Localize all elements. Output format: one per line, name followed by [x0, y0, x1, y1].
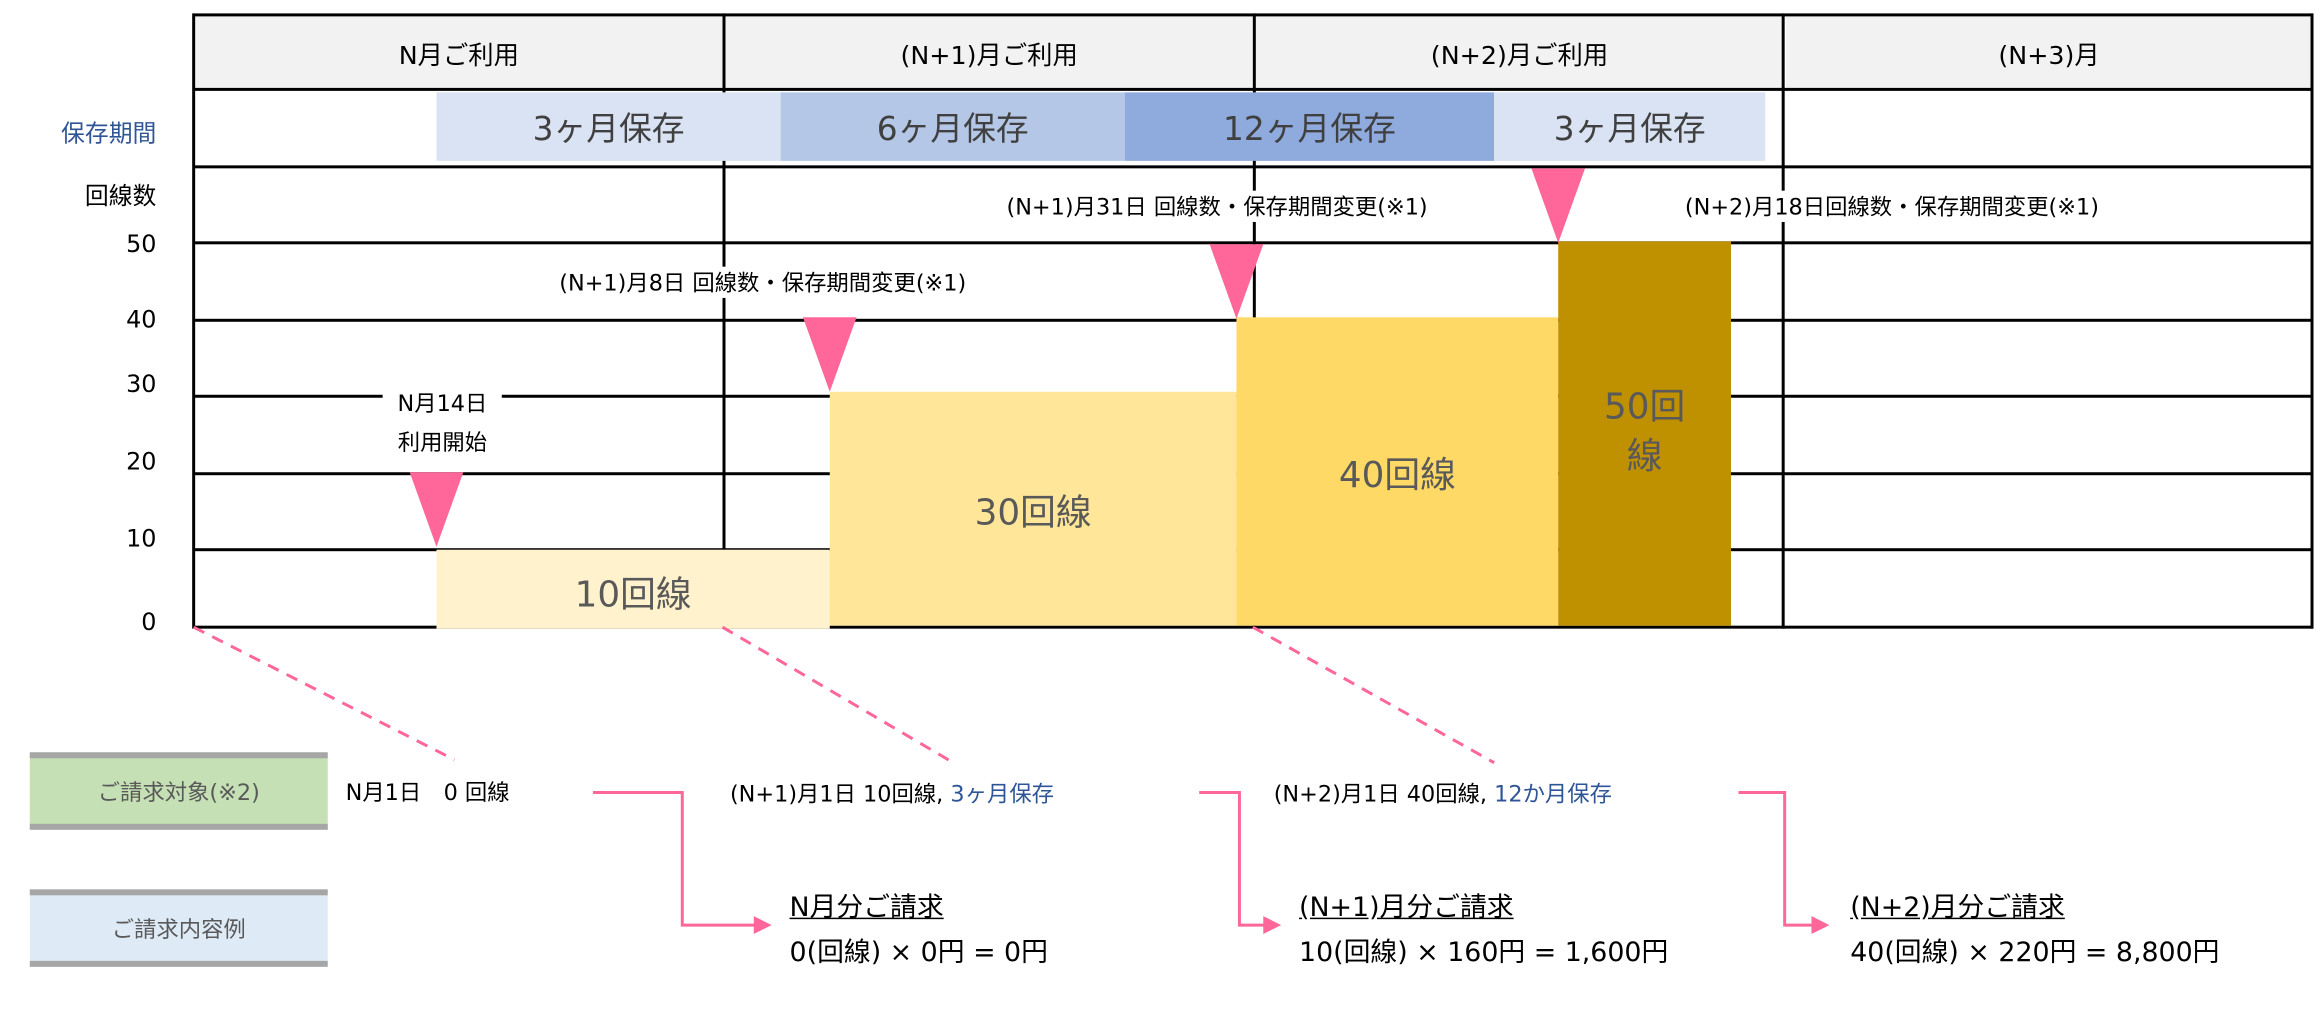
event-label-n1-31: (N+1)月31日 回線数・保存期間変更(※1)	[1000, 190, 1434, 222]
invoice-title-n: N月分ご請求	[789, 892, 944, 924]
invoice-formula-n1: 10(回線) × 160円 = 1,600円	[1299, 937, 1669, 969]
y-tick-20: 20	[126, 446, 157, 476]
invoice-title-n1: (N+1)月分ご請求	[1299, 892, 1514, 924]
start-event-label: N月14日利用開始	[382, 384, 503, 462]
arrow-connector	[1738, 791, 1815, 927]
snapshot-n2: (N+2)月1日 40回線, 12か月保存	[1274, 778, 1612, 809]
invoice-formula-n2: 40(回線) × 220円 = 8,800円	[1850, 937, 2220, 969]
snapshot-lines: (N+1)月1日 10回線,	[729, 780, 951, 808]
arrow-head-icon	[1263, 916, 1282, 935]
column-header-n1: (N+1)月ご利用	[725, 14, 1253, 90]
grid-line	[2310, 13, 2314, 629]
dashed-connector	[1252, 625, 1495, 765]
snapshot-lines: (N+2)月1日 40回線,	[1273, 780, 1495, 808]
storage-row-label: 保存期間	[61, 119, 157, 148]
y-tick-10: 10	[126, 524, 157, 553]
lines-bar-10: 10回線	[436, 549, 830, 629]
billing-target-label: ご請求対象(※2)	[29, 752, 328, 830]
arrow-head-icon	[753, 916, 772, 935]
start-date: N月14日	[397, 390, 488, 418]
snapshot-storage: 3ヶ月保存	[950, 780, 1055, 808]
event-label-n2-18: (N+2)月18日回線数・保存期間変更(※1)	[1678, 190, 2105, 222]
grid-line	[722, 13, 726, 629]
storage-period-3m-2: 3ヶ月保存	[1494, 92, 1766, 161]
lines-bar-30: 30回線	[829, 391, 1237, 626]
event-marker-icon	[1531, 168, 1586, 243]
column-header-n: N月ご利用	[195, 14, 723, 90]
y-tick-40: 40	[126, 305, 157, 334]
grid-line	[192, 13, 196, 629]
y-tick-0: 0	[141, 607, 157, 637]
dashed-connector	[192, 625, 456, 762]
grid-line	[1781, 13, 1785, 629]
storage-period-6m: 6ヶ月保存	[780, 92, 1125, 161]
storage-period-3m: 3ヶ月保存	[436, 92, 781, 161]
snapshot-n: N月1日 0 回線	[345, 779, 510, 806]
storage-period-12m: 12ヶ月保存	[1124, 92, 1495, 161]
y-tick-30: 30	[126, 369, 157, 398]
start-text: 利用開始	[397, 429, 488, 456]
dashed-connector	[721, 625, 955, 765]
event-marker-icon	[409, 472, 464, 547]
lines-bar-40: 40回線	[1236, 317, 1559, 626]
column-header-n3: (N+3)月	[1786, 14, 2313, 90]
arrow-connector	[592, 791, 757, 927]
invoice-formula-n: 0(回線) × 0円 = 0円	[789, 937, 1048, 969]
invoice-title-n2: (N+2)月分ご請求	[1850, 892, 2065, 924]
lines-row-label: 回線数	[84, 181, 157, 211]
snapshot-n1: (N+1)月1日 10回線, 3ヶ月保存	[730, 778, 1054, 809]
lines-bar-50: 50回線	[1558, 241, 1732, 626]
event-marker-icon	[802, 317, 857, 392]
y-tick-50: 50	[126, 229, 157, 258]
event-label-n1-8: (N+1)月8日 回線数・保存期間変更(※1)	[553, 266, 973, 298]
column-header-n2: (N+2)月ご利用	[1255, 14, 1784, 90]
arrow-connector	[1199, 791, 1267, 927]
snapshot-storage: 12か月保存	[1494, 780, 1612, 808]
arrow-head-icon	[1811, 916, 1830, 935]
billing-example-label: ご請求内容例	[29, 889, 328, 967]
event-marker-icon	[1209, 244, 1264, 319]
